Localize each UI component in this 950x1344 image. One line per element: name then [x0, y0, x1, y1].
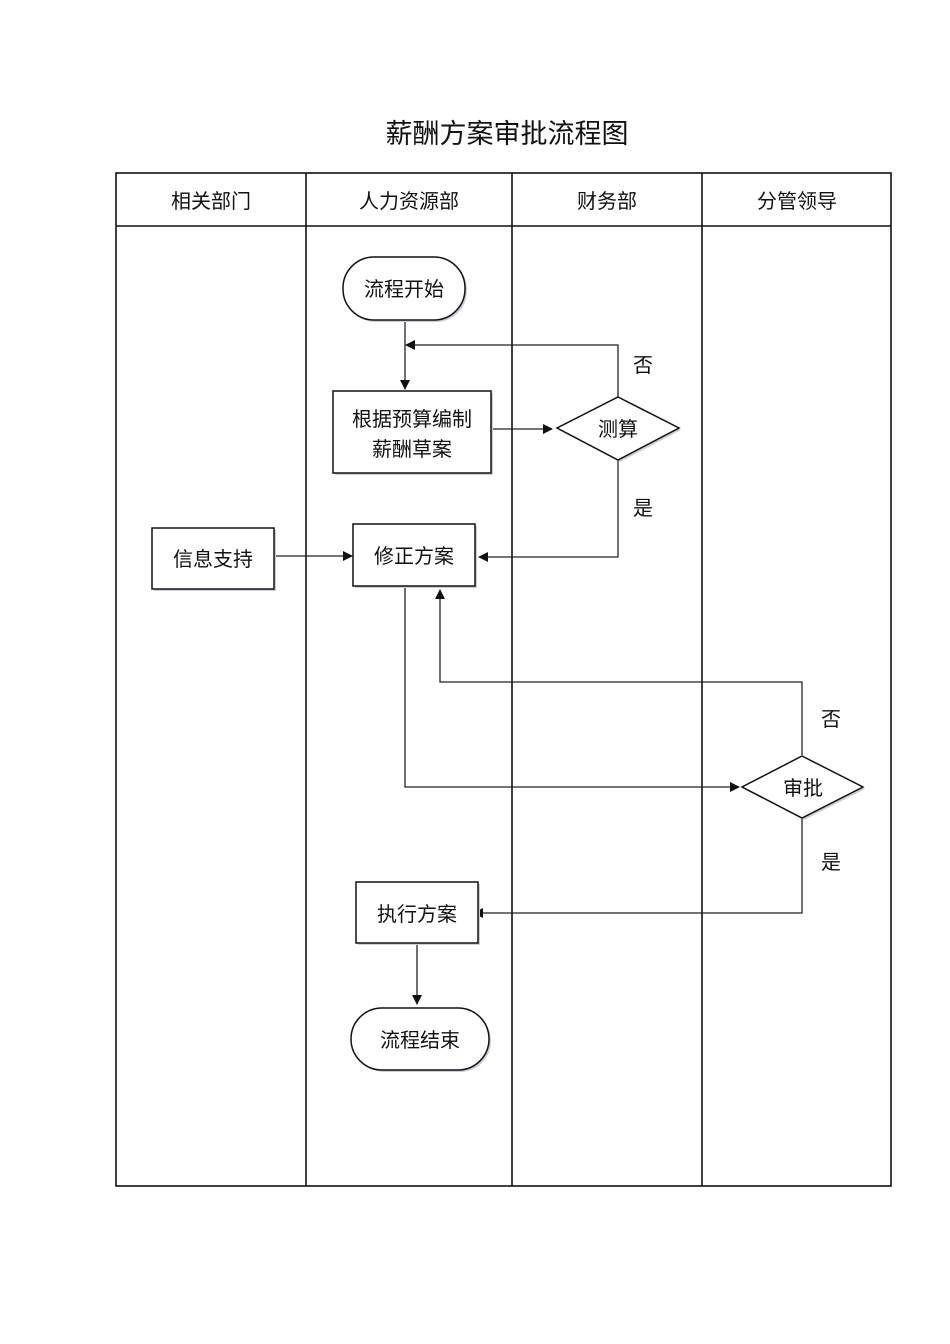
edge-label-approve-no: 否: [821, 707, 841, 731]
node-info[interactable]: 信息支持: [151, 527, 276, 591]
lane-header-hr: 人力资源部: [359, 189, 459, 213]
process-shape: [151, 527, 275, 590]
terminator-shape: [342, 256, 466, 321]
node-execute-label: 执行方案: [377, 902, 457, 926]
swimlane-table: [115, 172, 892, 1187]
node-revise-label: 修正方案: [374, 544, 454, 568]
node-approve[interactable]: 审批: [740, 755, 865, 820]
terminator-shape: [350, 1007, 490, 1071]
decision-shape: [740, 755, 865, 819]
edge-label-calc-yes: 是: [633, 496, 653, 520]
node-info-label: 信息支持: [173, 547, 253, 571]
edge-approve-yes: [473, 818, 803, 918]
process-shape: [332, 390, 492, 474]
node-end[interactable]: 流程结束: [350, 1007, 491, 1072]
edge-calc-no: [405, 340, 619, 397]
lane-header-leader: 分管领导: [757, 189, 837, 213]
lane-header-related: 相关部门: [171, 189, 251, 213]
decision-shape: [555, 396, 681, 461]
process-shape: [355, 881, 479, 944]
node-calc-label: 测算: [598, 417, 638, 441]
node-draft-label-line2: 薪酬草案: [372, 437, 452, 461]
edge-label-approve-yes: 是: [821, 850, 841, 874]
edge-label-calc-no: 否: [633, 353, 653, 377]
edge-approve-no: [435, 589, 803, 755]
node-draft[interactable]: 根据预算编制 薪酬草案: [332, 390, 493, 475]
node-approve-label: 审批: [783, 776, 823, 800]
connectors: [275, 322, 803, 1005]
node-execute[interactable]: 执行方案: [355, 881, 480, 945]
node-revise[interactable]: 修正方案: [352, 523, 477, 588]
node-end-label: 流程结束: [380, 1028, 460, 1052]
edge-revise-to-approve: [404, 587, 740, 792]
diagram-title: 薪酬方案审批流程图: [385, 119, 629, 150]
edge-calc-yes: [478, 460, 619, 562]
table-border: [115, 172, 892, 1187]
lane-header-finance: 财务部: [577, 189, 637, 213]
process-shape: [352, 523, 476, 587]
node-start[interactable]: 流程开始: [342, 256, 467, 322]
node-draft-label-line1: 根据预算编制: [352, 407, 472, 431]
node-calc[interactable]: 测算: [555, 396, 681, 462]
node-start-label: 流程开始: [364, 277, 444, 301]
